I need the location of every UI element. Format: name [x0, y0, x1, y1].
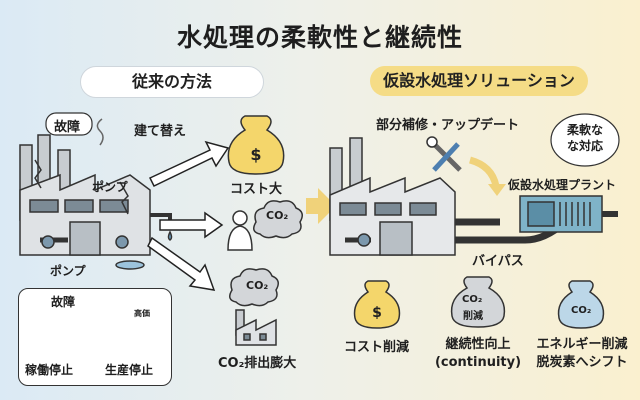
pump-label-top: ポンプ [92, 180, 128, 194]
repair-update-label: 部分補修・アップデート [376, 118, 520, 133]
svg-text:$: $ [372, 305, 382, 321]
repair-tools-icon [426, 136, 462, 172]
outcome-arrows [147, 140, 230, 291]
inset-box: 故障 稼働停止 生産停止 [18, 288, 172, 386]
person-co2-icon [227, 200, 303, 251]
cost-cut-bag-icon: $ [353, 280, 401, 329]
svg-text:$: $ [250, 145, 261, 164]
inset-failure-label: 故障 [51, 295, 76, 309]
temporary-plant-label: 仮設水処理プラント [508, 178, 617, 192]
conventional-method-header: 従来の方法 [80, 66, 264, 98]
co2-reduction-badge-2: 削減 [463, 311, 483, 322]
co2-badge: CO₂ [266, 209, 289, 222]
failure-label: 故障 [54, 120, 81, 135]
failure-bubble [45, 112, 93, 136]
co2-reduction-bag-icon [450, 276, 506, 328]
old-factory [19, 118, 173, 270]
flexible-response-label: 柔軟な な対応 [566, 123, 603, 153]
upgrade-arrow [468, 156, 500, 187]
temporary-plant-unit [519, 195, 618, 233]
energy-bag-icon [557, 280, 605, 329]
pump-label-bottom: ポンプ [50, 264, 86, 278]
page-title: 水処理の柔軟性と継続性 [176, 23, 463, 52]
energy-reduction-label: エネルギー削減 脱炭素へシフト [536, 337, 628, 370]
co2-badge-2: CO₂ [246, 279, 269, 292]
co2-reduction-badge-1: CO₂ [462, 294, 483, 305]
operation-stop-label: 稼働停止 [25, 363, 74, 377]
bypass-label: バイパス [472, 254, 524, 269]
expensive-tag: 高価 [134, 309, 150, 318]
cost-label: コスト大 [230, 182, 283, 197]
transition-arrow [306, 188, 336, 224]
emission-factory-icon [229, 268, 279, 346]
rebuild-label: 建て替え [134, 124, 187, 139]
flexible-bubble [550, 113, 620, 167]
temporary-solution-header: 仮設水処理ソリューション [370, 66, 588, 96]
energy-co2-badge: CO₂ [571, 305, 592, 316]
cost-reduction-label: コスト削減 [344, 340, 410, 355]
production-stop-label: 生産停止 [105, 363, 154, 377]
co2-emission-label: CO₂排出膨大 [218, 356, 297, 371]
cost-bag-icon: $ [227, 115, 285, 175]
new-factory [329, 137, 595, 256]
continuity-label: 継続性向上 (continuity) [434, 337, 522, 370]
